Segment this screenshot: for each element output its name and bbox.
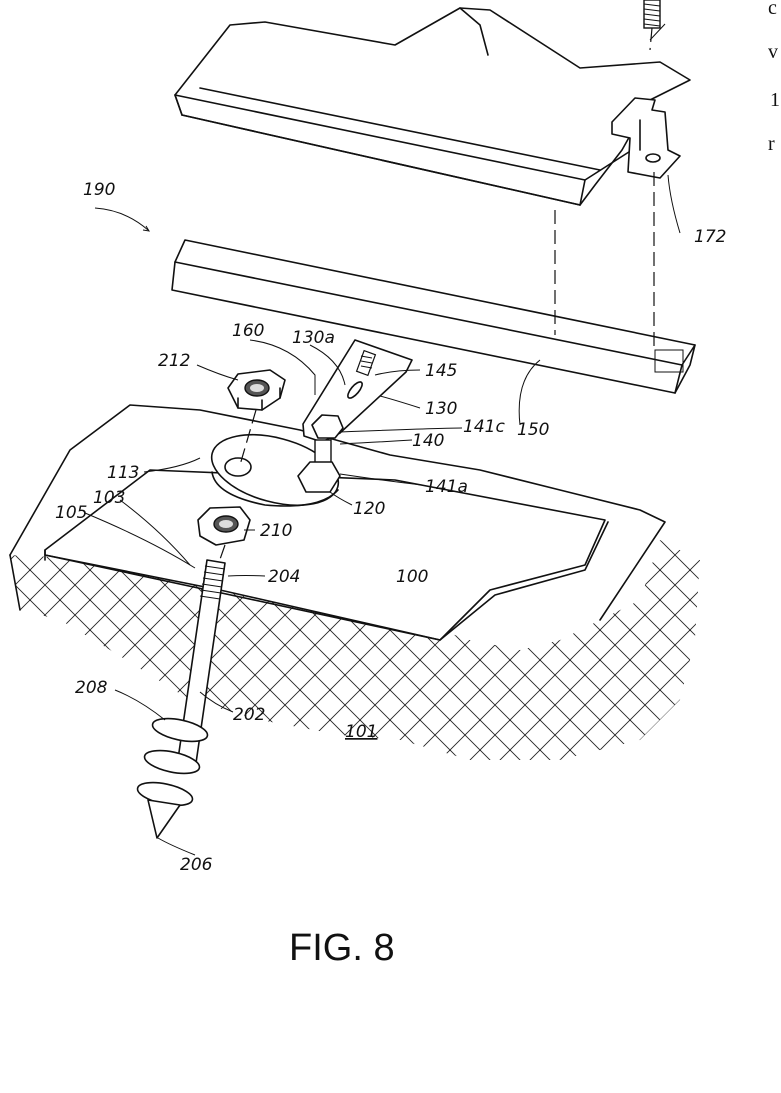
- ref-140: 140: [412, 431, 444, 451]
- ref-160: 160: [232, 321, 264, 341]
- ref-120: 120: [353, 499, 385, 519]
- ref-103: 103: [93, 488, 125, 508]
- ref-130: 130: [425, 399, 457, 419]
- ref-208: 208: [75, 678, 108, 698]
- nut-212: [228, 370, 285, 410]
- ref-101: 101: [345, 722, 377, 742]
- edge-char-1: c: [768, 0, 777, 19]
- ref-206: 206: [180, 855, 213, 875]
- solar-panel: [175, 8, 690, 205]
- ref-212: 212: [158, 351, 190, 371]
- edge-char-2: v: [768, 41, 778, 63]
- ref-145: 145: [425, 361, 457, 381]
- ref-130a: 130a: [292, 328, 335, 348]
- ref-204: 204: [268, 567, 300, 587]
- nut-210: [198, 507, 250, 545]
- ref-105: 105: [55, 503, 87, 523]
- ref-100: 100: [396, 567, 428, 587]
- ref-202: 202: [233, 705, 265, 725]
- ref-150: 150: [517, 420, 549, 440]
- ref-141c: 141c: [463, 417, 505, 437]
- ref-190: 190: [83, 180, 115, 200]
- edge-text: c v 1 r: [768, 0, 780, 155]
- edge-char-3: 1: [770, 89, 780, 111]
- ref-113: 113: [107, 463, 139, 483]
- ref-141a: 141a: [425, 477, 468, 497]
- ref-210: 210: [260, 521, 292, 541]
- edge-char-4: r: [768, 133, 775, 155]
- ref-172: 172: [694, 227, 726, 247]
- figure-caption: FIG. 8: [289, 927, 395, 969]
- bolt-top: [644, 0, 660, 50]
